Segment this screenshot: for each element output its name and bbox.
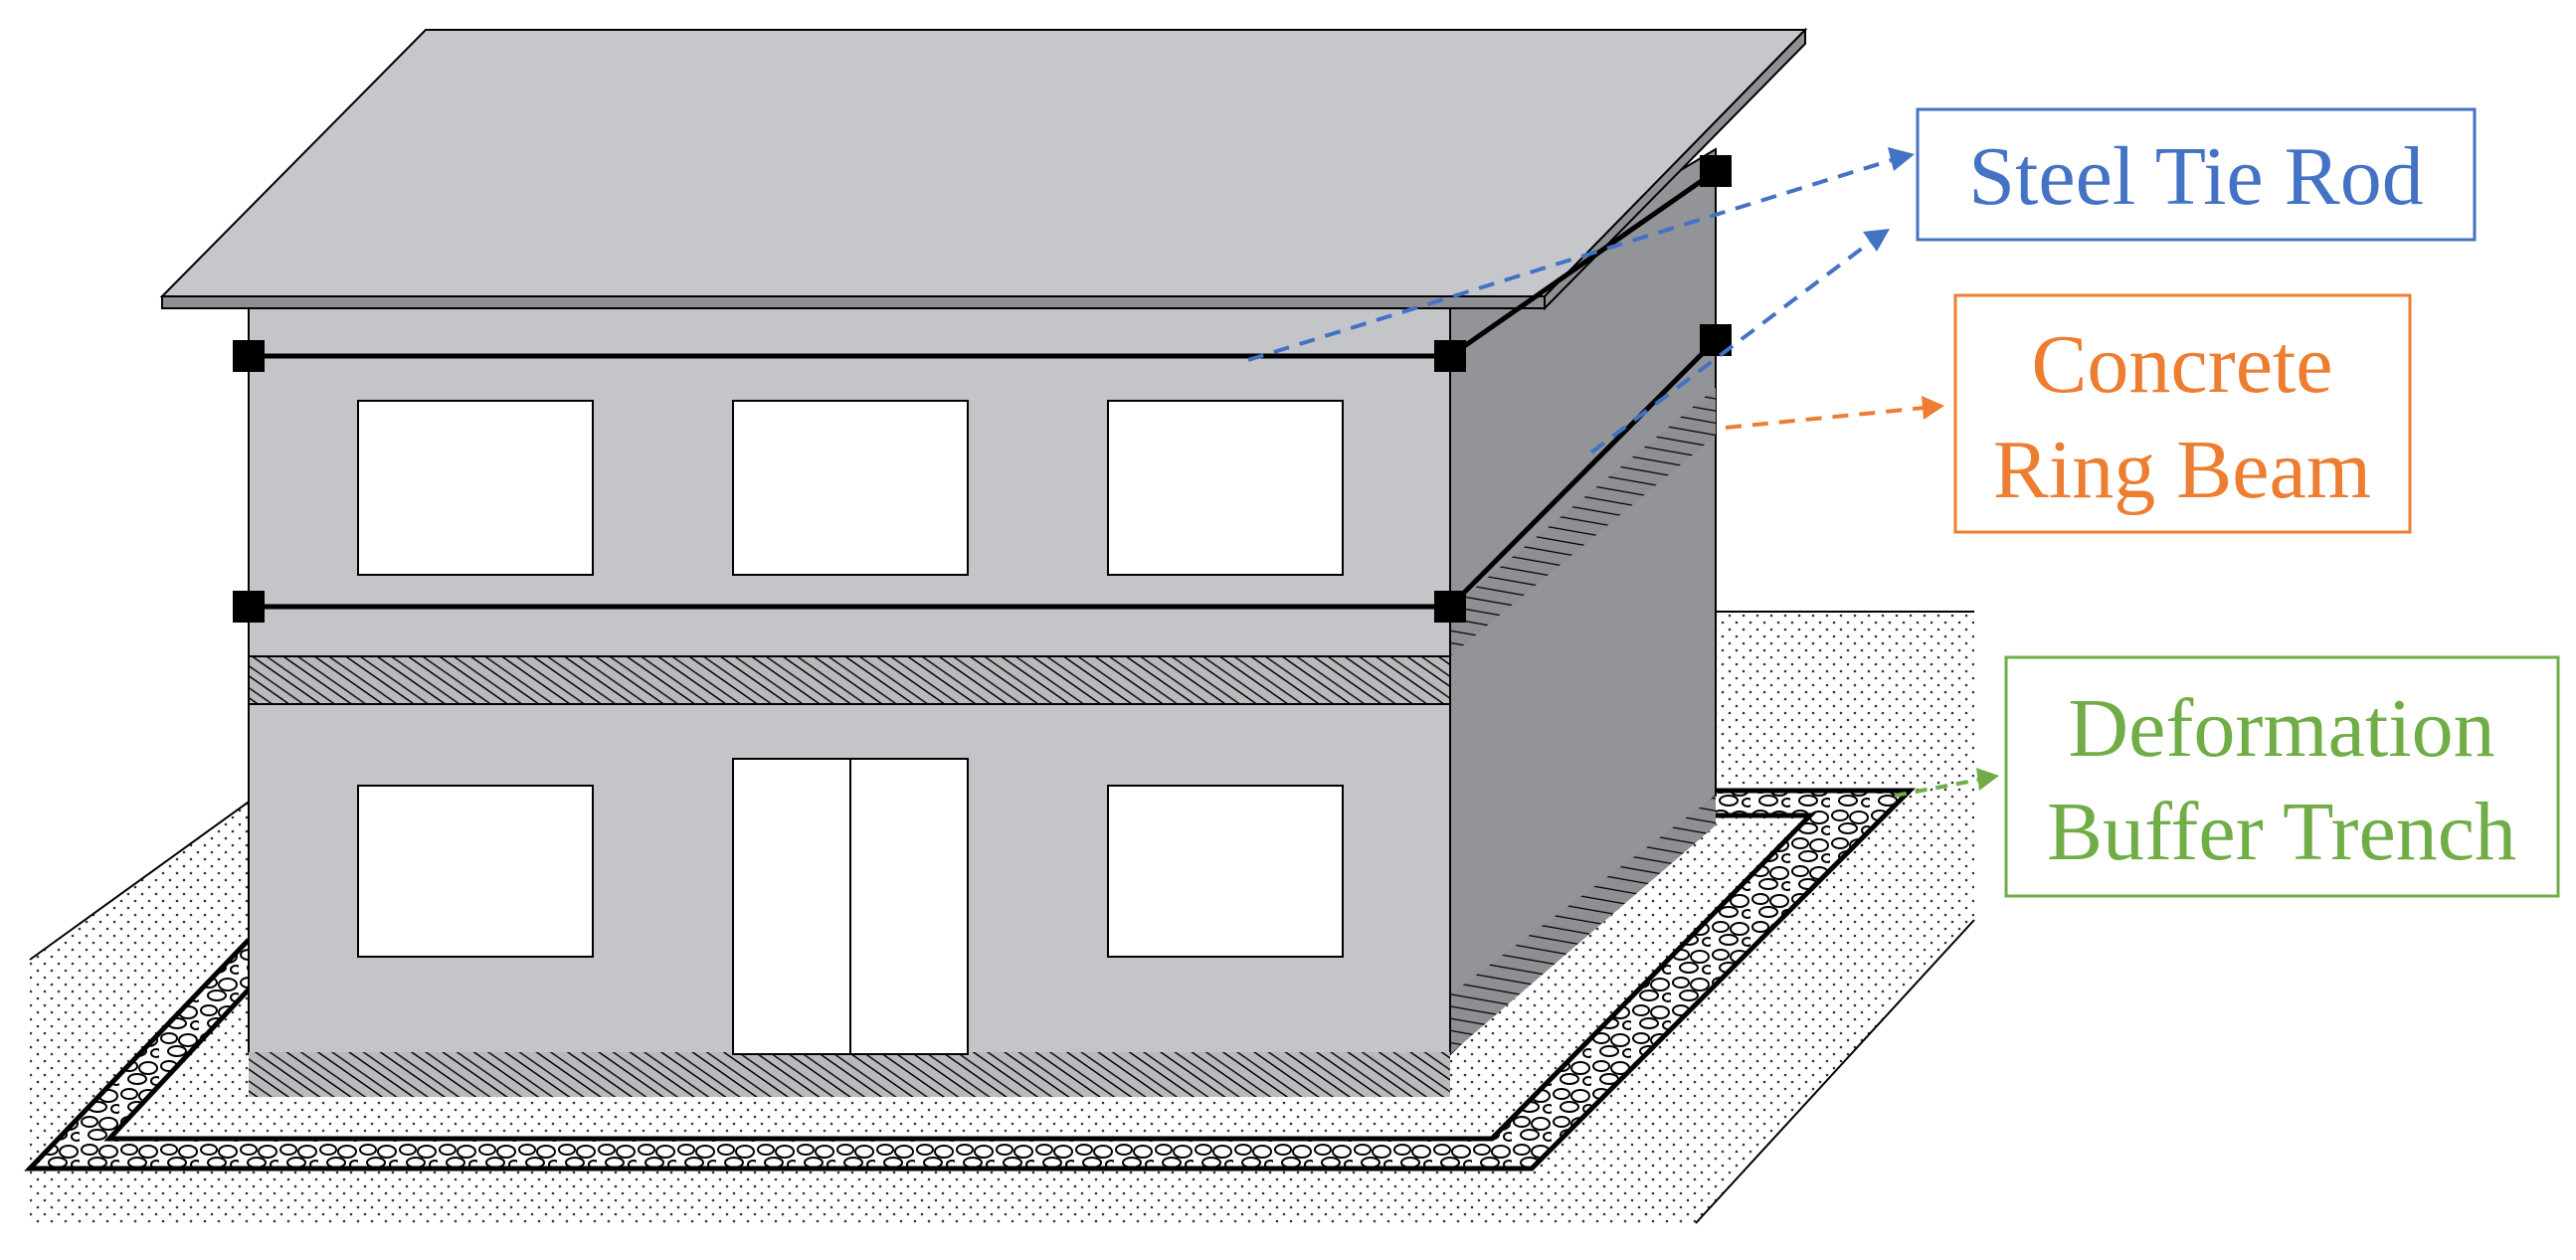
ground-edge-right [1695,919,1975,1224]
anchor-plate [1434,591,1466,623]
side-wall [1449,147,1717,1057]
window-lower-left [357,785,594,958]
roof [159,27,1808,311]
openings [357,400,1344,1055]
arrow-steel-tie-rod-1 [1247,157,1896,362]
arrow-steel-tie-rod-2 [1589,237,1877,454]
front-ring-beam-hatch [248,655,1451,705]
callout-box [2004,655,2560,898]
anchor-plate [1700,155,1732,187]
steel-tie-rods [233,155,1732,623]
callout-deformation-buffer-trench: Deformation Buffer Trench [2004,655,2560,898]
callout-label: Steel Tie Rod [1968,130,2423,223]
anchor-plate [1434,340,1466,372]
callout-arrows [1247,147,1999,798]
arrow-concrete-ring-beam [1725,406,1926,430]
callout-concrete-ring-beam: Concrete Ring Beam [1953,293,2412,534]
callout-label-line1: Deformation [2068,682,2494,775]
side-ring-beam-hatch [1450,388,1716,656]
tie-rod-upper-side [1448,168,1718,359]
arrow-deformation-buffer-trench [1894,778,1980,798]
trench-outline-inner [103,812,1816,1142]
callout-steel-tie-rod: Steel Tie Rod [1916,107,2477,242]
window-upper-middle [732,400,969,576]
trench-outline-outer [24,788,1917,1171]
arrowhead-deformation-buffer-trench [1976,768,1999,791]
callout-box [1953,293,2412,534]
anchor-plate [233,340,265,372]
arrowhead-steel-tie-rod-2 [1863,229,1890,252]
arrowhead-steel-tie-rod-1 [1888,147,1915,171]
window-upper-left [357,400,594,576]
window-lower-right [1107,785,1344,958]
front-foundation-hatch [249,1052,1450,1097]
callout-box [1916,107,2477,242]
window-upper-right [1107,400,1344,576]
arrowhead-concrete-ring-beam [1922,396,1944,420]
roof-side-edge [1544,27,1806,311]
callout-label-line1: Concrete [2031,318,2332,411]
side-foundation-hatch [1450,796,1716,1054]
callout-label-line2: Ring Beam [1993,424,2371,516]
roof-top [159,29,1808,297]
callout-label-line2: Buffer Trench [2047,786,2516,878]
tie-rod-lower-side [1448,338,1718,609]
deformation-buffer-trench [24,788,1917,1171]
roof-front-edge [161,295,1546,309]
anchor-plate [233,591,265,623]
